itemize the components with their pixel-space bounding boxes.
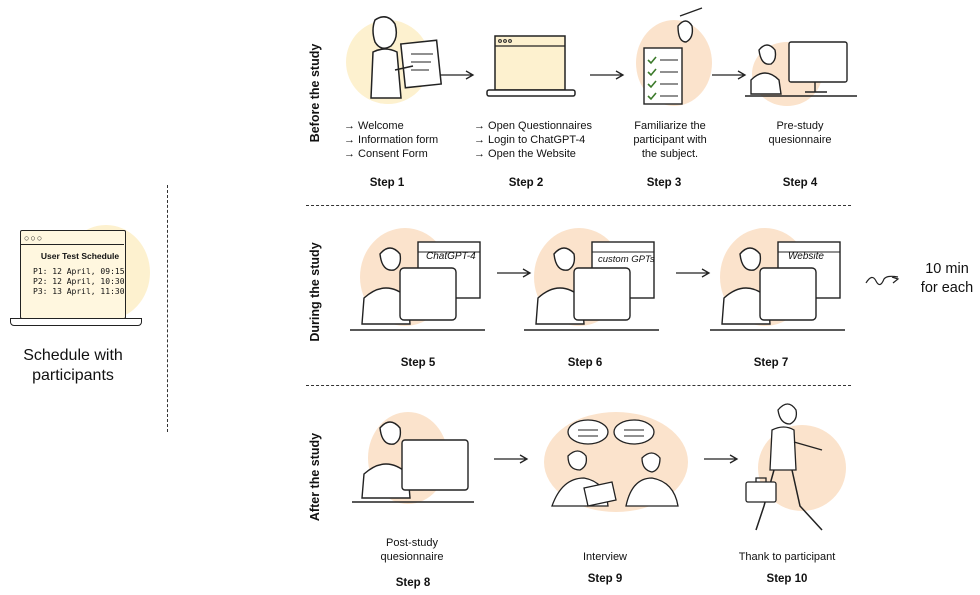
arrow-right-icon <box>497 268 532 278</box>
phase-divider <box>306 205 851 206</box>
step2-line: → Open Questionnaires <box>474 120 593 132</box>
duration-note: 10 min for each <box>912 260 980 298</box>
window-controls-icon: ○○○ <box>24 233 44 243</box>
step2-label: Step 2 <box>508 177 544 189</box>
step3-line: the subject. <box>641 148 699 160</box>
screen-label-website: Website <box>788 251 824 262</box>
step8-line: Post-study <box>386 537 438 549</box>
phase-label-during: During the study <box>308 242 322 342</box>
step3-label: Step 3 <box>646 177 682 189</box>
schedule-laptop-base <box>10 318 142 326</box>
step10-label: Step 10 <box>766 573 808 585</box>
arrow-right-icon <box>440 70 475 80</box>
step2-line: → Login to ChatGPT-4 <box>474 134 586 146</box>
checklist-illustration-icon <box>643 7 703 105</box>
step8-line: quesionnaire <box>380 551 444 563</box>
step1-label: Step 1 <box>369 177 405 189</box>
arrow-right-icon <box>590 70 625 80</box>
schedule-caption-line: participants <box>32 367 114 384</box>
schedule-row: P3: 13 April, 11:30 <box>33 287 125 296</box>
interview-illustration-icon <box>551 419 679 507</box>
step2-description: → Open Questionnaires → Login to ChatGPT… <box>474 119 592 161</box>
computer-user-illustration-icon <box>352 421 474 503</box>
presenter-illustration-icon <box>370 16 443 99</box>
step5-label: Step 5 <box>400 357 436 369</box>
computer-user-illustration-icon <box>524 241 659 331</box>
step9-line: Interview <box>582 551 628 563</box>
step8-description: Post-study quesionnaire <box>362 536 462 564</box>
step1-line: → Consent Form <box>344 148 428 160</box>
step9-label: Step 9 <box>587 573 623 585</box>
step6-label: Step 6 <box>567 357 603 369</box>
step4-line: Pre-study <box>776 120 824 132</box>
schedule-row: P2: 12 April, 10:30 <box>33 277 125 286</box>
duration-line: 10 min <box>925 261 969 277</box>
phase-label-before: Before the study <box>308 43 322 143</box>
arrow-right-icon <box>712 70 747 80</box>
schedule-caption-line: Schedule with <box>23 347 123 364</box>
step3-line: Familiarize the <box>634 120 706 132</box>
step10-line: Thank to participant <box>738 551 836 563</box>
computer-user-illustration-icon <box>745 41 857 97</box>
step1-line: → Information form <box>344 134 439 146</box>
schedule-screen-title: User Test Schedule <box>40 251 120 261</box>
arrow-right-icon <box>676 268 711 278</box>
computer-user-illustration-icon <box>350 241 485 331</box>
step4-line: quesionnaire <box>768 134 832 146</box>
step2-line: → Open the Website <box>474 148 576 160</box>
screen-label-chatgpt: ChatGPT-4 <box>426 251 476 262</box>
duration-line: for each <box>920 280 974 296</box>
step1-description: → Welcome → Information form → Consent F… <box>344 119 438 161</box>
arrow-right-icon <box>704 454 739 464</box>
step7-label: Step 7 <box>753 357 789 369</box>
step3-line: participant with <box>633 134 707 146</box>
step4-label: Step 4 <box>782 177 818 189</box>
step1-line: → Welcome <box>344 120 404 132</box>
step10-description: Thank to participant <box>725 550 849 564</box>
schedule-caption: Schedule with participants <box>8 346 138 386</box>
squiggle-arrow-icon <box>865 275 900 286</box>
phase-label-after: After the study <box>308 432 322 522</box>
screen-label-custom-gpts: custom GPTs <box>598 254 655 265</box>
step3-description: Familiarize the participant with the sub… <box>622 119 718 161</box>
window-titlebar-divider <box>20 244 124 245</box>
step4-description: Pre-study quesionnaire <box>755 119 845 147</box>
step9-description: Interview <box>555 550 655 564</box>
step8-label: Step 8 <box>395 577 431 589</box>
laptop-illustration-icon <box>486 35 576 97</box>
section-divider-vertical <box>167 185 168 432</box>
schedule-row: P1: 12 April, 09:15 <box>33 267 125 276</box>
phase-divider <box>306 385 851 386</box>
walking-person-illustration-icon <box>745 403 823 531</box>
arrow-right-icon <box>494 454 529 464</box>
computer-user-illustration-icon <box>710 241 845 331</box>
